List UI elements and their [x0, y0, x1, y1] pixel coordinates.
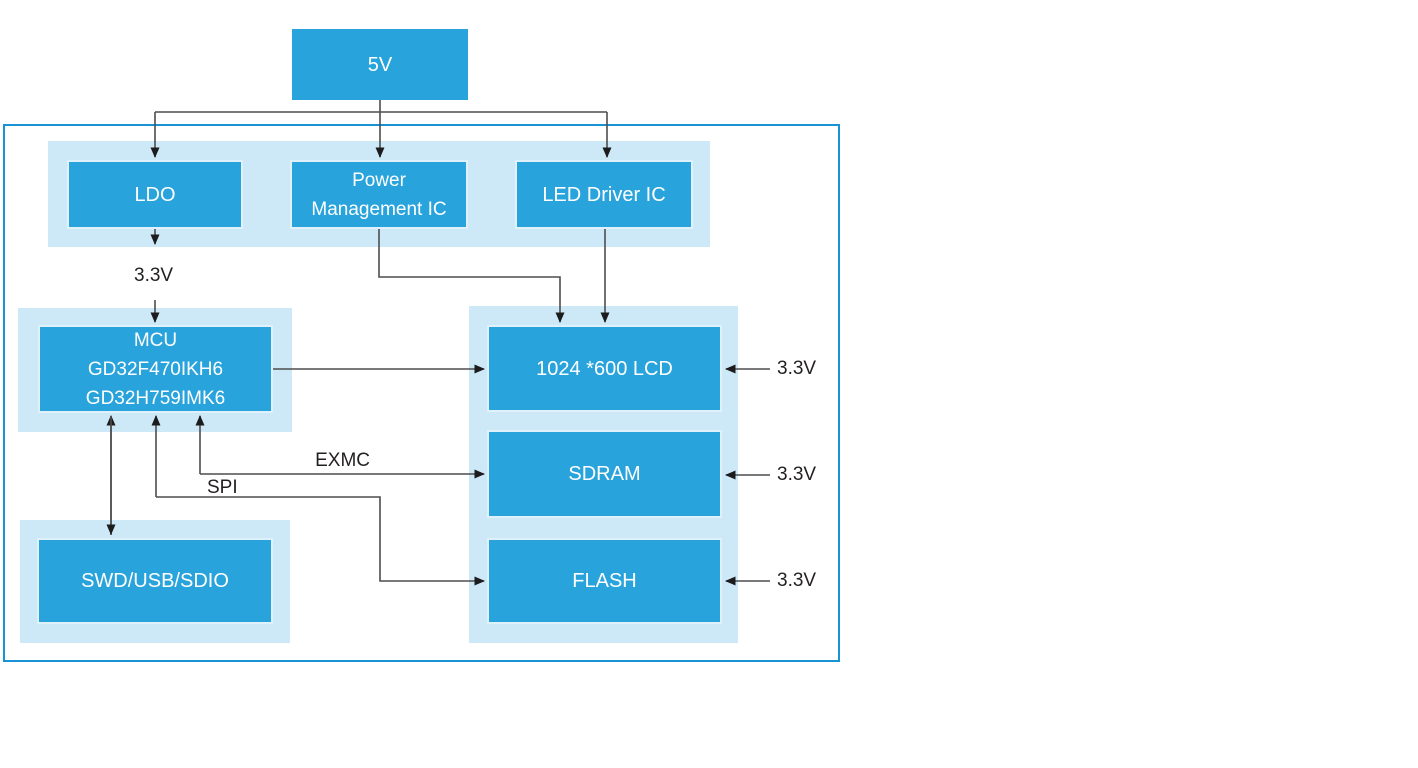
block-power-management-ic: Power Management IC [290, 160, 468, 229]
block-mcu: MCU GD32F470IKH6 GD32H759IMK6 [38, 325, 273, 413]
block-lcd: 1024 *600 LCD [487, 325, 722, 412]
label-ldo-3v3: 3.3V [134, 265, 174, 286]
block-ldo: LDO [67, 160, 243, 229]
label-exmc: EXMC [315, 450, 370, 471]
label-lcd-3v3: 3.3V [777, 358, 817, 379]
label-spi: SPI [207, 477, 238, 498]
label-flash-3v3: 3.3V [777, 570, 817, 591]
block-flash: FLASH [487, 538, 722, 624]
board-outline [3, 124, 840, 662]
block-swd-usb-sdio: SWD/USB/SDIO [37, 538, 273, 624]
block-5v: 5V [292, 29, 468, 100]
block-sdram: SDRAM [487, 430, 722, 518]
label-sdram-3v3: 3.3V [777, 464, 817, 485]
block-led-driver-ic: LED Driver IC [515, 160, 693, 229]
